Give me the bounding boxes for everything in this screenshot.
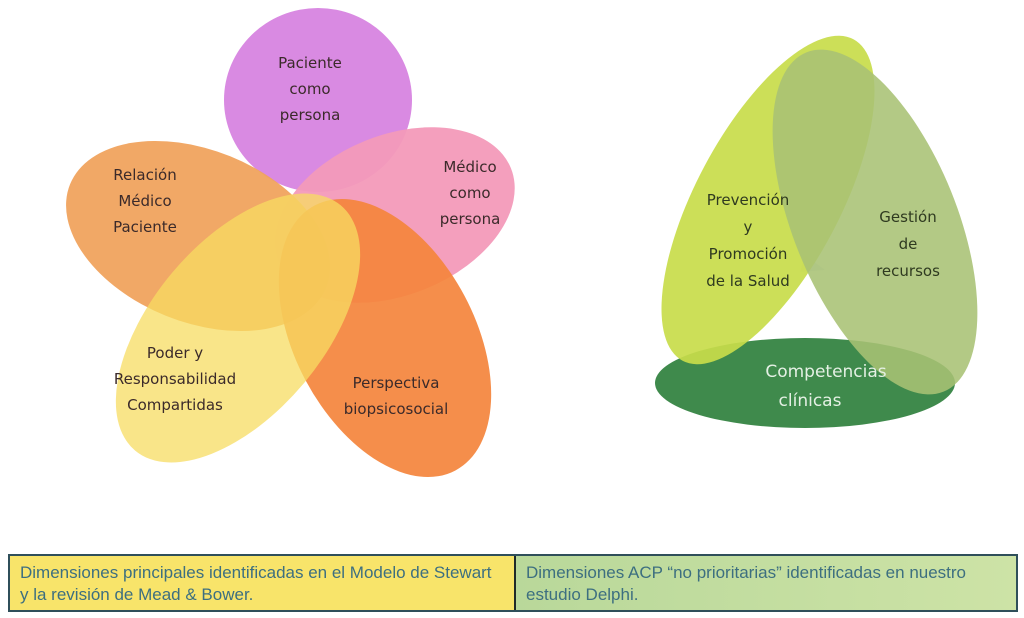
petal-poder-responsabilidad bbox=[115, 193, 361, 463]
shape-gestion-recursos bbox=[772, 49, 978, 395]
legend-stewart-model: Dimensiones principales identificadas en… bbox=[10, 556, 516, 610]
legend-delphi-study: Dimensiones ACP “no prioritarias” identi… bbox=[516, 556, 1016, 610]
legend-table: Dimensiones principales identificadas en… bbox=[8, 554, 1018, 612]
